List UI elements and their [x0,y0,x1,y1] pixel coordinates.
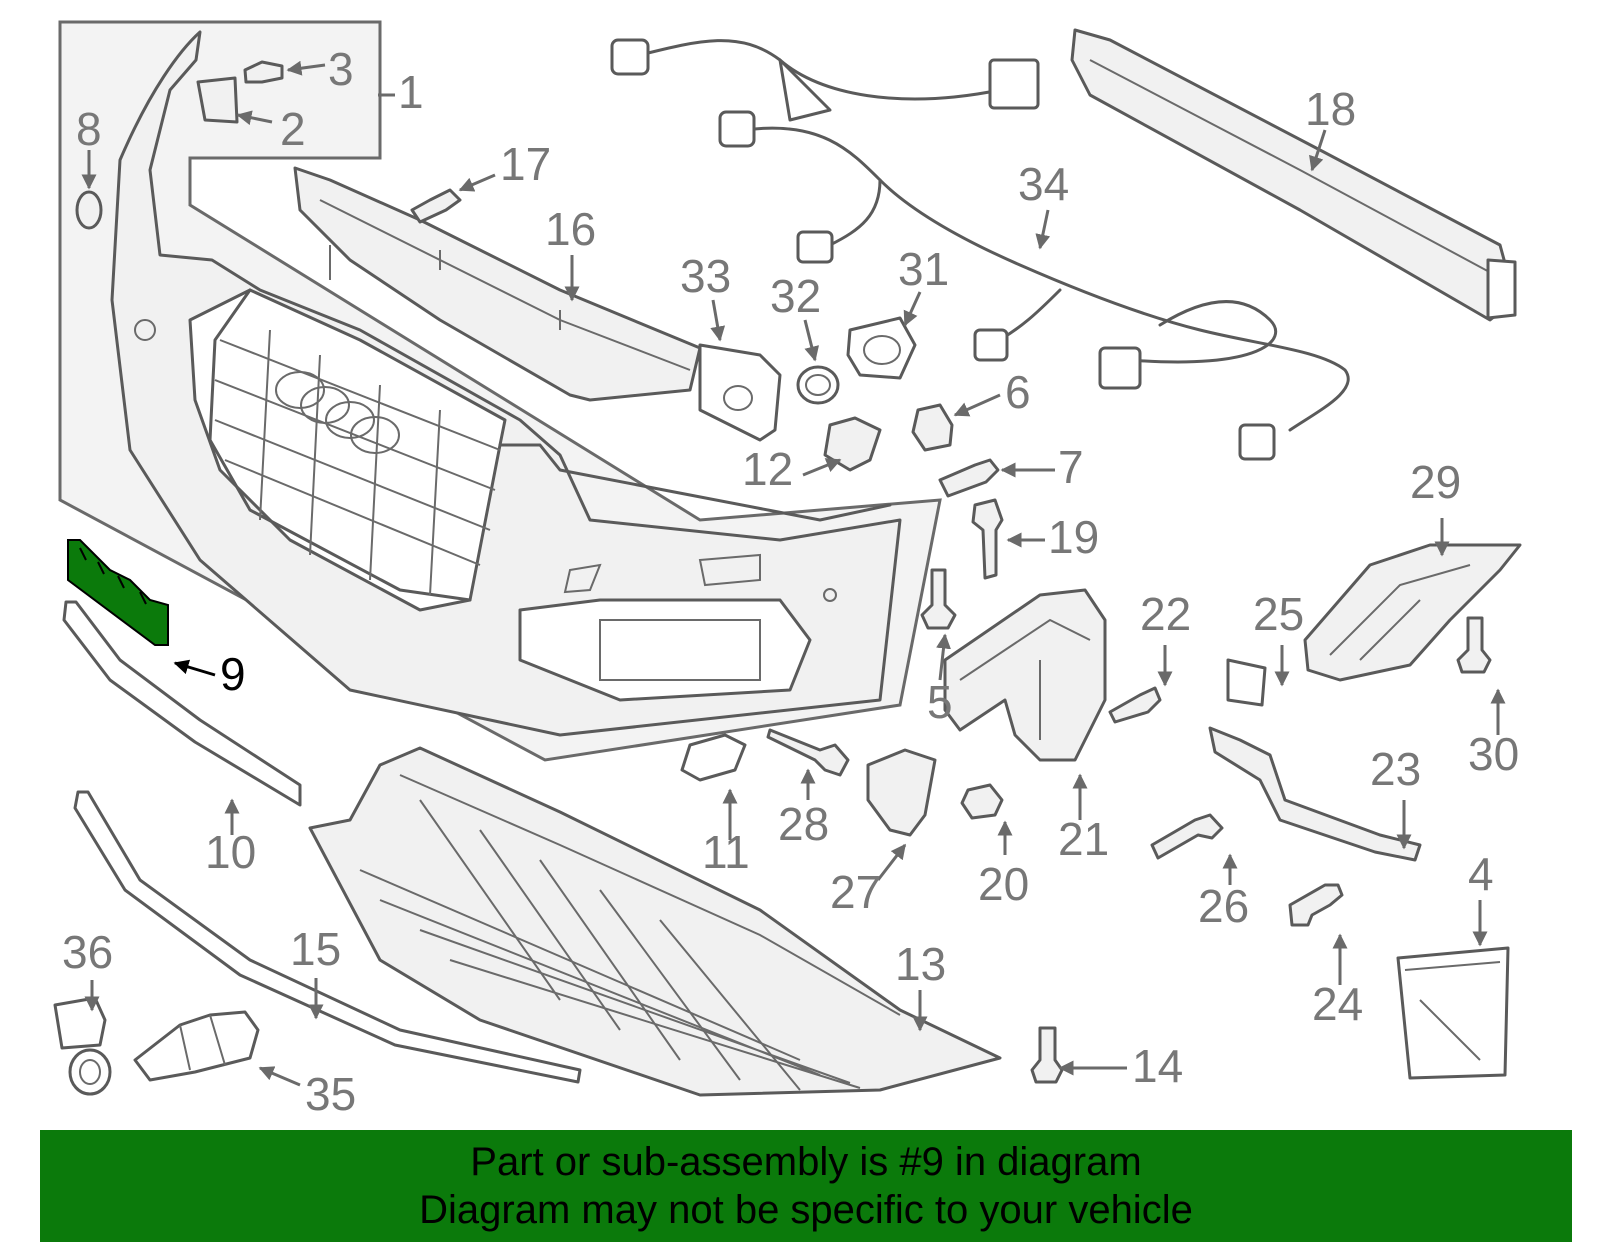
part-16-bracket [293,166,702,402]
part-35-sensor [133,1010,260,1082]
part-22-screw [1108,686,1162,724]
callout-17: 17 [500,138,551,190]
callout-28: 28 [778,798,829,850]
callout-24: 24 [1312,978,1363,1030]
callout-1: 1 [398,66,424,118]
part-26-rivet [1150,813,1224,860]
four-rings-logo [275,371,400,454]
callout-8: 8 [76,103,102,155]
info-banner: Part or sub-assembly is #9 in diagram Di… [40,1130,1572,1242]
callout-26: 26 [1198,880,1249,932]
callout-numbers: 1 2 3 8 17 16 18 34 33 32 31 6 12 7 19 2… [62,43,1519,1120]
part-23-bracket [1208,726,1422,862]
callout-3: 3 [328,43,354,95]
banner-line-1: Part or sub-assembly is #9 in diagram [470,1140,1142,1184]
callout-11: 11 [702,826,750,878]
part-9-tabs [79,547,147,605]
callout-12: 12 [742,443,793,495]
part-30-bolt [1456,616,1492,674]
callout-33: 33 [680,250,731,302]
callout-10: 10 [205,826,256,878]
part-18-impact-bar [1070,28,1517,322]
callout-30: 30 [1468,728,1519,780]
part-5-bolt [920,568,957,630]
part-2-bracket [196,76,239,124]
part-19-bolt [971,498,1004,580]
callout-23: 23 [1370,743,1421,795]
callout-27: 27 [830,866,881,918]
callout-20: 20 [978,858,1029,910]
part-4-bag [1396,946,1510,1080]
callout-25: 25 [1253,588,1304,640]
callout-9: 9 [220,648,246,700]
callout-36: 36 [62,926,113,978]
callout-6: 6 [1005,366,1031,418]
part-12-bracket [823,416,882,472]
part-17-push-pin [410,188,462,224]
part-6-nut [911,403,954,452]
part-34-wiring-harness [610,38,1350,461]
callout-34: 34 [1018,158,1069,210]
part-36-bracket [53,996,112,1096]
callout-29: 29 [1410,456,1461,508]
part-14-bolt [1030,1026,1064,1084]
part-27-bracket [866,748,937,837]
part-31-sensor [846,316,917,380]
callout-32: 32 [770,270,821,322]
part-28-rivet [766,728,850,777]
callout-13: 13 [895,938,946,990]
part-25-clip [1226,658,1267,707]
part-7-screw [938,458,1000,498]
part-29-bracket [1303,543,1522,682]
callout-7: 7 [1058,441,1084,493]
part-21-bracket [943,588,1107,762]
part-20-nut [960,783,1004,820]
callout-14: 14 [1132,1040,1183,1092]
callout-16: 16 [545,203,596,255]
callout-4: 4 [1468,848,1494,900]
callout-15: 15 [290,923,341,975]
part-8-seal [75,190,103,230]
banner-line-2: Diagram may not be specific to your vehi… [419,1188,1193,1232]
part-11-bezel [680,733,747,782]
part-33-holder [698,343,782,442]
callout-35: 35 [305,1068,356,1120]
callout-31: 31 [898,243,949,295]
callout-22: 22 [1140,588,1191,640]
leader-lines [81,60,1506,1087]
part-13-undertray [308,746,1002,1097]
bumper-cover-assembly [58,20,942,762]
callout-18: 18 [1305,83,1356,135]
callout-5: 5 [927,676,953,728]
callout-2: 2 [280,103,306,155]
part-9-highlighted [67,539,169,646]
part-10-trim [62,600,302,807]
callout-21: 21 [1058,813,1109,865]
part-3-clip [243,60,284,84]
part-24-bolt [1288,883,1344,927]
callout-19: 19 [1048,511,1099,563]
part-15-lower-trim [73,790,582,1084]
part-32-ring [796,365,840,405]
